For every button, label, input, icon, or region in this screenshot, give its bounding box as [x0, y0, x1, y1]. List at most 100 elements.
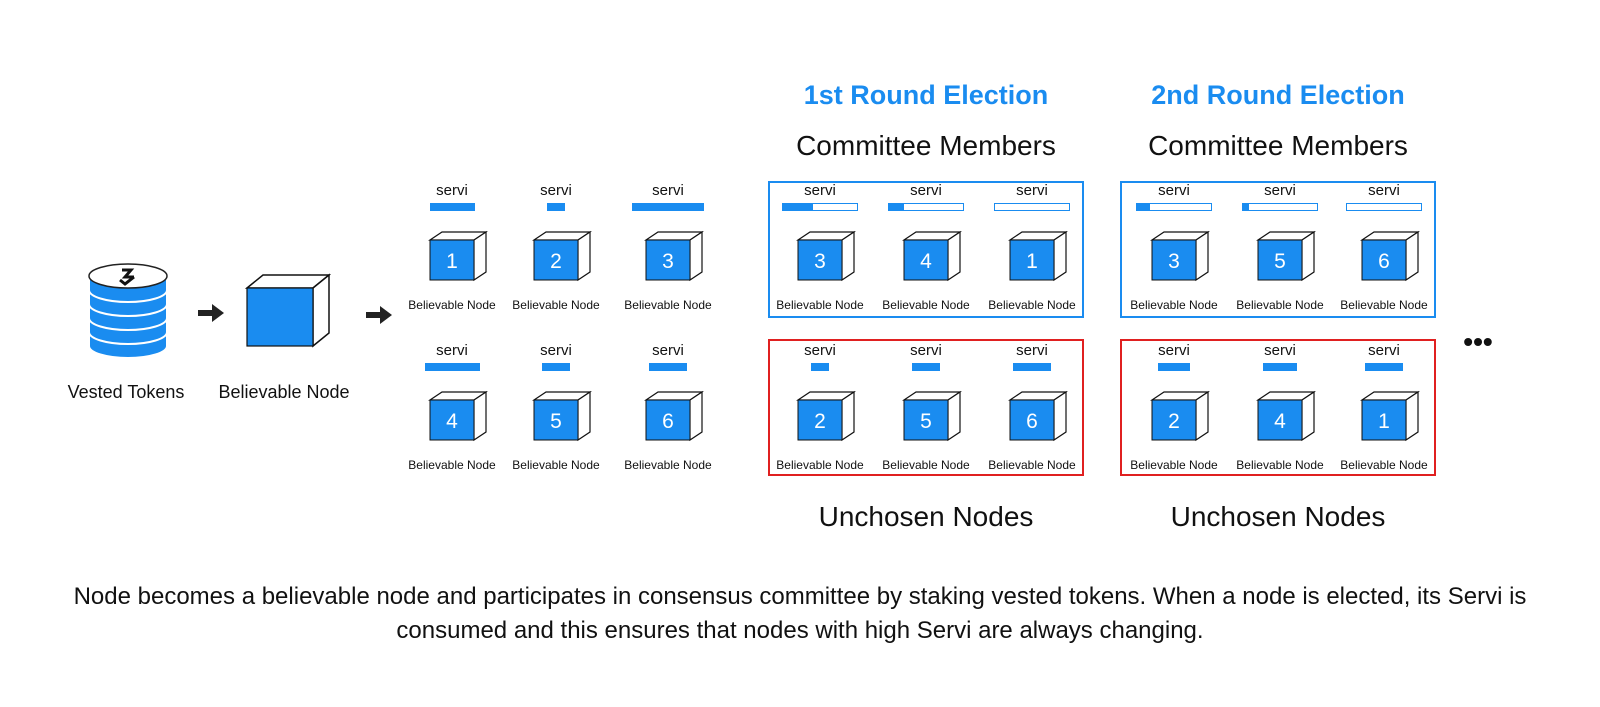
unchosen-panel [768, 339, 1084, 476]
node-number: 4 [1274, 410, 1286, 433]
cube-icon: 4 [902, 230, 962, 282]
servi-bar-fill [1137, 204, 1151, 210]
node-label: Believable Node [624, 458, 712, 472]
node-number: 3 [662, 250, 674, 273]
node-number: 5 [550, 410, 562, 433]
servi-label: servi [1264, 342, 1296, 359]
servi-bar [649, 363, 687, 371]
committee-heading: Committee Members [796, 130, 1056, 161]
round-title: 1st Round Election [803, 80, 1049, 110]
servi-bar [1013, 363, 1051, 371]
node-number: 1 [1378, 410, 1390, 433]
cube-icon: 2 [1150, 390, 1210, 442]
servi-bar [429, 203, 475, 211]
servi-bar [1242, 203, 1318, 211]
node-label: Believable Node [1340, 298, 1428, 312]
node-label: Believable Node [988, 298, 1076, 312]
servi-label: servi [1368, 182, 1400, 199]
cube-icon: 3 [644, 230, 704, 282]
cube-icon: 1 [1360, 390, 1420, 442]
servi-label: servi [910, 182, 942, 199]
caption: Node becomes a believable node and parti… [73, 583, 1527, 644]
node-label: Believable Node [882, 298, 970, 312]
cube-icon: 5 [532, 390, 592, 442]
cube-icon: 5 [1256, 230, 1316, 282]
servi-label: servi [436, 342, 468, 359]
arrow-right-icon [198, 304, 224, 322]
vested-tokens-label: Vested Tokens [67, 382, 185, 402]
servi-bar [782, 203, 858, 211]
more-ellipsis: ••• [1463, 326, 1493, 357]
committee-heading: Committee Members [1148, 130, 1408, 161]
arrow-right-icon [366, 306, 392, 324]
servi-bar [811, 363, 829, 371]
servi-bar [1136, 203, 1212, 211]
node-number: 2 [550, 250, 562, 273]
node-label: Believable Node [988, 458, 1076, 472]
node-label: Believable Node [512, 298, 600, 312]
cube-icon: 6 [1360, 230, 1420, 282]
servi-label: servi [540, 182, 572, 199]
unchosen-heading: Unchosen Nodes [1170, 501, 1386, 532]
token-stack-icon [88, 263, 168, 359]
node-number: 2 [814, 410, 826, 433]
node-number: 1 [446, 250, 458, 273]
cube-icon: 6 [1008, 390, 1068, 442]
servi-bar [1263, 363, 1297, 371]
unchosen-panel [1120, 339, 1436, 476]
servi-bar [994, 203, 1070, 211]
servi-label: servi [436, 182, 468, 199]
cube-icon [245, 273, 332, 348]
servi-bar [1346, 203, 1422, 211]
node-label: Believable Node [776, 298, 864, 312]
node-number: 4 [920, 250, 932, 273]
node-label: Believable Node [408, 298, 496, 312]
cube-icon: 4 [428, 390, 488, 442]
committee-panel [768, 181, 1084, 318]
servi-bar-fill [783, 204, 813, 210]
servi-label: servi [652, 342, 684, 359]
servi-label: servi [652, 182, 684, 199]
node-number: 5 [920, 410, 932, 433]
cube-icon: 5 [902, 390, 962, 442]
servi-label: servi [804, 342, 836, 359]
node-label: Believable Node [1130, 458, 1218, 472]
cube-icon: 2 [796, 390, 856, 442]
cube-icon: 1 [428, 230, 488, 282]
servi-label: servi [1264, 182, 1296, 199]
servi-bar [542, 363, 570, 371]
servi-label: servi [1016, 342, 1048, 359]
servi-bar [424, 363, 480, 371]
node-label: Believable Node [512, 458, 600, 472]
cube-icon: 6 [644, 390, 704, 442]
node-number: 2 [1168, 410, 1180, 433]
committee-panel [1120, 181, 1436, 318]
node-number: 6 [662, 410, 674, 433]
servi-bar [912, 363, 940, 371]
servi-bar [632, 203, 704, 211]
node-label: Believable Node [408, 458, 496, 472]
node-label: Believable Node [776, 458, 864, 472]
servi-label: servi [1368, 342, 1400, 359]
believable-node-label: Believable Node [218, 382, 350, 402]
servi-bar [547, 203, 565, 211]
servi-label: servi [540, 342, 572, 359]
servi-label: servi [1158, 342, 1190, 359]
servi-bar-fill [1243, 204, 1249, 210]
servi-bar [1158, 363, 1190, 371]
node-label: Believable Node [1236, 298, 1324, 312]
unchosen-heading: Unchosen Nodes [818, 501, 1034, 532]
node-number: 3 [1168, 250, 1180, 273]
node-number: 3 [814, 250, 826, 273]
node-number: 5 [1274, 250, 1286, 273]
cube-icon: 2 [532, 230, 592, 282]
cube-icon: 1 [1008, 230, 1068, 282]
node-number: 6 [1378, 250, 1390, 273]
servi-label: servi [804, 182, 836, 199]
servi-label: servi [1016, 182, 1048, 199]
node-number: 1 [1026, 250, 1038, 273]
servi-bar [1365, 363, 1403, 371]
cube-icon: 3 [1150, 230, 1210, 282]
node-number: 6 [1026, 410, 1038, 433]
servi-bar [888, 203, 964, 211]
